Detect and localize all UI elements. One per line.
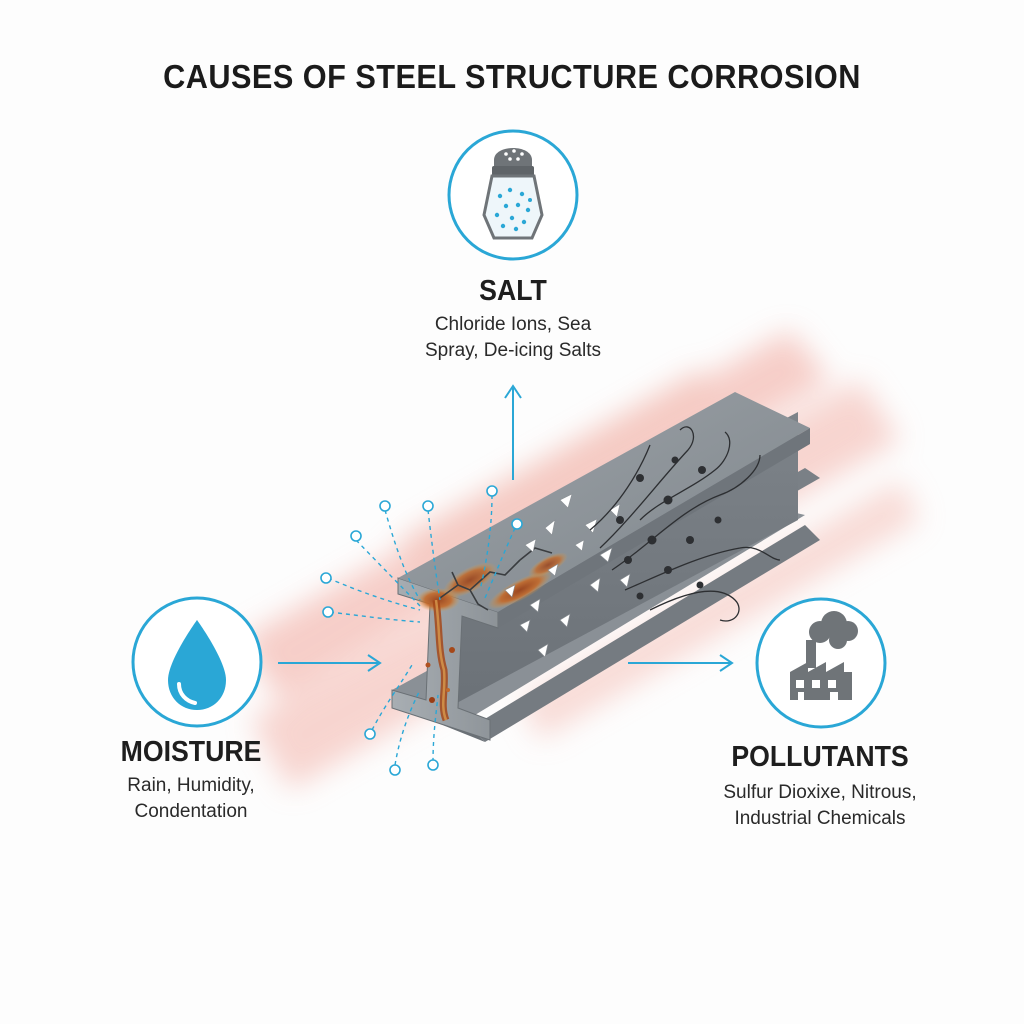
moisture-label: MOISTURE bbox=[120, 736, 262, 768]
salt-desc-line-1: Chloride Ions, Sea bbox=[434, 314, 592, 335]
salt-desc-line-2: Spray, De-icing Salts bbox=[425, 340, 601, 361]
salt-label: SALT bbox=[479, 275, 547, 307]
arrows bbox=[278, 384, 734, 672]
pollutant-particles bbox=[616, 456, 722, 600]
water-drop-icon bbox=[168, 620, 226, 710]
pollutants-desc-line-2: Industrial Chemicals bbox=[734, 808, 906, 829]
moisture-bubbles bbox=[320, 485, 523, 776]
salt-shaker-icon bbox=[482, 148, 544, 240]
page-title: CAUSES OF STEEL STRUCTURE CORROSION bbox=[163, 58, 861, 95]
salt-icon-badge bbox=[447, 129, 579, 261]
cracks bbox=[439, 547, 553, 611]
pollutant-fibers bbox=[589, 426, 781, 622]
moisture-desc-line-2: Condentation bbox=[134, 801, 248, 822]
steel-i-beam bbox=[391, 392, 820, 742]
salt-crystals bbox=[504, 493, 631, 658]
factory-icon bbox=[790, 611, 858, 700]
pollutants-icon-badge bbox=[755, 597, 887, 729]
rust-patch bbox=[416, 552, 568, 722]
moisture-streams bbox=[327, 494, 516, 766]
salt-description: Chloride Ions, Sea Spray, De-icing Salts bbox=[383, 312, 643, 364]
pollutants-label: POLLUTANTS bbox=[731, 741, 909, 773]
moisture-description: Rain, Humidity, Condentation bbox=[81, 773, 301, 825]
pollutants-description: Sulfur Dioxixe, Nitrous, Industrial Chem… bbox=[690, 780, 950, 832]
pollutants-desc-line-1: Sulfur Dioxixe, Nitrous, bbox=[723, 782, 917, 803]
moisture-icon-badge bbox=[131, 596, 263, 728]
moisture-desc-line-1: Rain, Humidity, bbox=[127, 775, 255, 796]
